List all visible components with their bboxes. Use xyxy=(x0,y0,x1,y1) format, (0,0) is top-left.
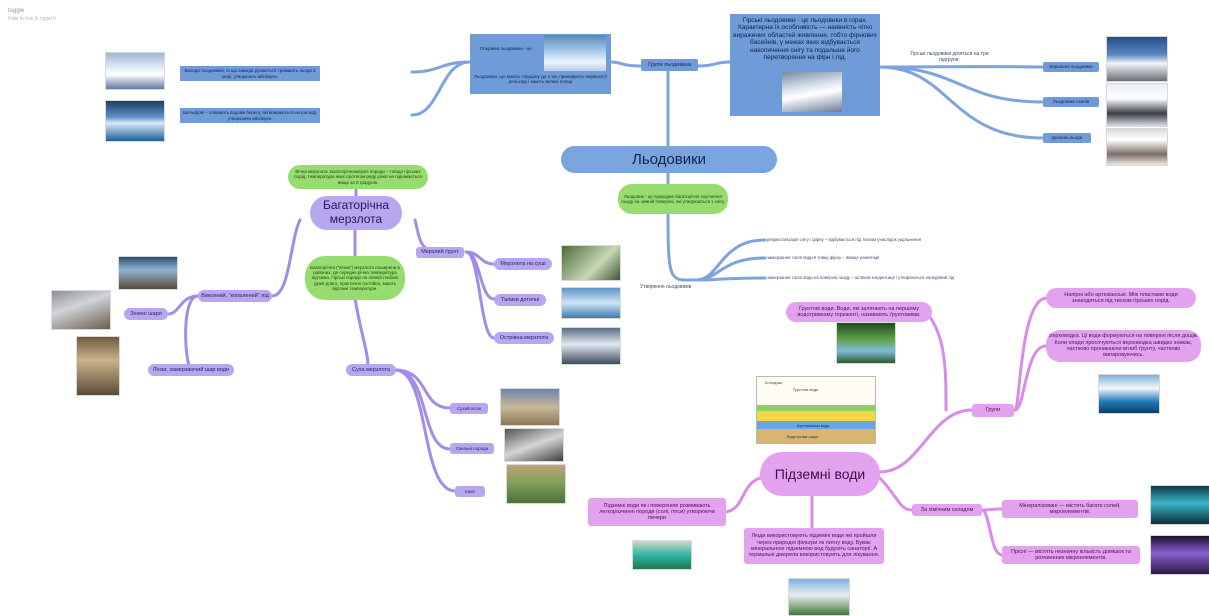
fossil-ice-node[interactable]: Викопний, "копалений" лід xyxy=(198,290,272,302)
artesian-water-node[interactable]: Напірні або артезіанські. Між пластами в… xyxy=(1046,288,1196,308)
fresh-water-photo xyxy=(1150,535,1209,575)
mineralized-water-node[interactable]: Мінералізовані — містять багато солей, м… xyxy=(1002,500,1138,518)
perched-water-node[interactable]: Верховодка. Ці води формуються на поверх… xyxy=(1046,330,1201,362)
outlet-glaciers-node[interactable]: Виходи льодовиків, їх що завжди рухаютьс… xyxy=(180,66,320,81)
perched-water-photo xyxy=(1098,374,1160,414)
mountain-glaciers-text: Гірські льодовики - це льодовики в горах… xyxy=(733,17,877,62)
fresh-water-node[interactable]: Прісні — містять незначну кількість домі… xyxy=(1002,546,1140,564)
diagram-label-layers: Водотривкі шари xyxy=(787,434,819,439)
significant-layers-node[interactable]: Значні шари xyxy=(124,308,168,320)
dry-sand-photo xyxy=(500,388,560,426)
other-node[interactable]: Інше xyxy=(455,486,485,497)
other-photo xyxy=(506,464,566,504)
summit-glaciers-node[interactable]: Вершинні льодовики xyxy=(1043,62,1099,72)
caves-photo xyxy=(632,540,692,570)
valley-glacier-photo xyxy=(1106,128,1168,166)
island-permafrost-node[interactable]: Острівна мерзлота xyxy=(494,332,554,344)
valley-glaciers-node[interactable]: Долинні льоди xyxy=(1043,133,1091,143)
cover-glacier-photo xyxy=(544,35,606,71)
formation-item-3: замерзання талої води на поверхні льоду … xyxy=(767,275,955,280)
talik-photo xyxy=(561,287,621,319)
eternal-permafrost-node[interactable]: Вічна мерзлота. Багаторічномерзлі породи… xyxy=(288,165,428,189)
shelf-glaciers-node[interactable]: Шельфові – плавають вздовж берегу, які в… xyxy=(180,108,320,123)
outlet-glacier-photo xyxy=(105,52,165,90)
cover-glaciers-title: Покривні льодовики - це xyxy=(480,46,532,51)
subgroups-label: Гірські льодовики діляться на три підгру… xyxy=(910,51,989,63)
frozen-ground-node[interactable]: Мерзлий ґрунт xyxy=(416,247,464,258)
chemical-composition-node[interactable]: За хімічним складом xyxy=(912,504,982,516)
toggle-title: toggle xyxy=(8,8,25,14)
cover-glaciers-text: Льодовики, що мають товщину до 4 км, при… xyxy=(474,74,607,85)
caves-node[interactable]: Підземні води як і поверхневі розмивають… xyxy=(588,498,726,526)
fossil-ice-photo-1 xyxy=(118,256,178,290)
mineralized-water-photo xyxy=(1150,485,1209,525)
glacier-groups-node[interactable]: Групи льодовика xyxy=(641,59,698,71)
rock-node[interactable]: Скельні породи xyxy=(450,443,494,454)
frozen-land-node[interactable]: Мерзлота на суші xyxy=(494,258,552,270)
talik-node[interactable]: Талики дотичні xyxy=(494,294,546,306)
formation-label: Утворення льодовиків xyxy=(640,284,692,290)
groundwater-diagram: Колодязь Ґрунтові води Артезіанські води… xyxy=(756,376,876,444)
dry-sand-node[interactable]: Сухий пісок xyxy=(450,403,488,414)
formation-item-1: рекристалізація снігу і фірну – відбуває… xyxy=(767,237,922,242)
mountain-glaciers-node[interactable]: Гірські льодовики - це льодовики в горах… xyxy=(730,14,880,116)
long-term-permafrost-node[interactable]: Багаторічна ("вічна") мерзлота поширена … xyxy=(305,256,405,300)
soil-water-photo xyxy=(836,322,896,364)
slope-glacier-photo xyxy=(1106,83,1168,127)
mountain-glacier-photo xyxy=(782,72,842,112)
cover-glaciers-node[interactable]: Покривні льодовики - це Льодовики, що ма… xyxy=(470,34,611,94)
frozen-land-photo xyxy=(561,245,621,281)
toggle-header[interactable]: toggle Hide to hue ili oggel it xyxy=(8,8,56,22)
groundwater-central-node[interactable]: Підземні води xyxy=(760,452,880,496)
rock-photo xyxy=(504,428,564,462)
shelf-glacier-photo xyxy=(105,100,165,142)
slope-glaciers-node[interactable]: Льодовики схилів xyxy=(1043,97,1099,107)
ice-lenses-node[interactable]: Лінзи, замерзаючий шар води xyxy=(148,364,234,376)
island-permafrost-photo xyxy=(561,327,621,365)
dry-permafrost-node[interactable]: Суха мерзлота xyxy=(346,364,396,376)
diagram-label-artesian: Артезіанські води xyxy=(797,423,830,428)
water-usage-node[interactable]: Люди використовують підземні води які пр… xyxy=(744,528,884,564)
fossil-ice-photo-2 xyxy=(51,290,111,330)
soil-water-node[interactable]: Ґрунтові води. Води, які залягають на пе… xyxy=(786,302,932,322)
fossil-ice-photo-3 xyxy=(76,336,120,396)
summit-glacier-photo xyxy=(1106,36,1168,82)
groundwater-groups-node[interactable]: Групи xyxy=(972,404,1014,417)
glacier-definition-node[interactable]: Льодовик - це природне багаторічне скупч… xyxy=(618,184,728,214)
diagram-label-soil: Ґрунтові води xyxy=(793,387,819,392)
toggle-hint: Hide to hue ili oggel it xyxy=(8,16,56,22)
diagram-label-well: Колодязь xyxy=(765,380,783,385)
permafrost-central-node[interactable]: Багаторічна мерзлота xyxy=(310,196,402,230)
glaciers-central-node[interactable]: Льодовики xyxy=(561,146,777,173)
sanatorium-photo xyxy=(788,578,850,616)
formation-item-2: замерзання талої води в товщі фірну – яв… xyxy=(767,255,880,260)
